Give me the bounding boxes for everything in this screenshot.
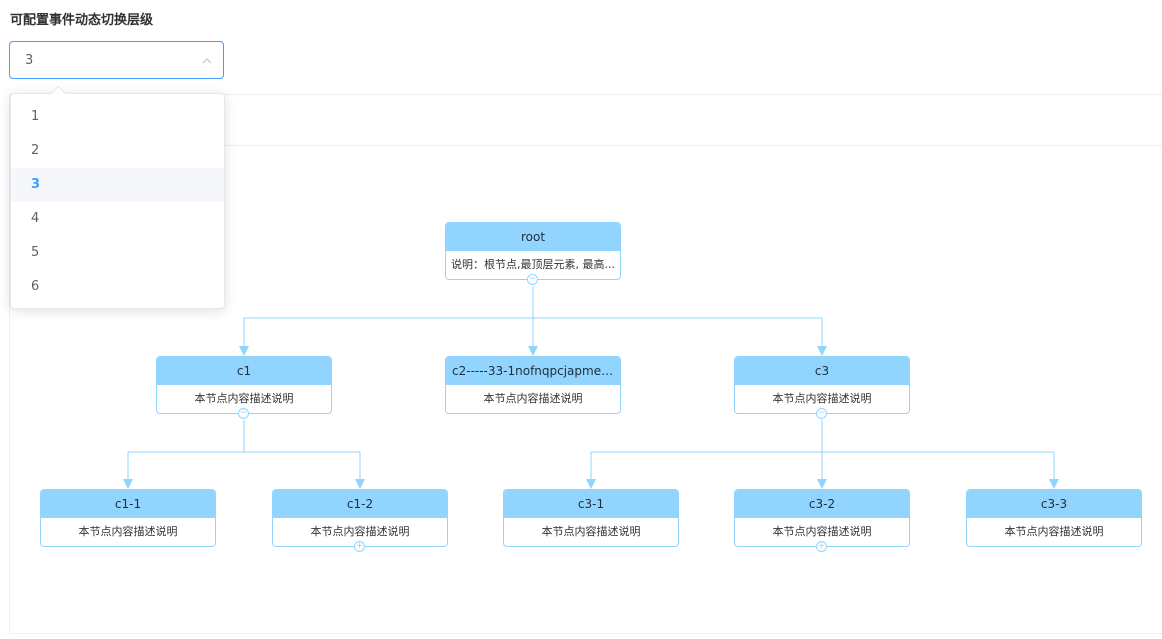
tree-node-c3-3[interactable]: c3-3 本节点内容描述说明 [966, 489, 1142, 547]
tree-node-c2[interactable]: c2-----33-1nofnqpcjapme2... 本节点内容描述说明 [445, 356, 621, 414]
arrow-head-icon [355, 479, 365, 489]
collapse-icon[interactable]: − [816, 408, 827, 419]
node-title: root [446, 223, 620, 251]
arrow-head-icon [586, 479, 596, 489]
arrow-head-icon [817, 479, 827, 489]
node-title: c1-2 [273, 490, 447, 518]
tree-node-c3-1[interactable]: c3-1 本节点内容描述说明 [503, 489, 679, 547]
expand-icon[interactable]: + [354, 541, 365, 552]
node-description: 本节点内容描述说明 [483, 392, 583, 405]
level-option[interactable]: 6 [31, 279, 40, 294]
arrow-head-icon [239, 346, 249, 356]
arrow-head-icon [123, 479, 133, 489]
node-title: c3-2 [735, 490, 909, 518]
level-option[interactable]: 1 [31, 109, 40, 124]
arrow-head-icon [817, 346, 827, 356]
level-select[interactable]: 3 [9, 41, 224, 79]
node-description: 本节点内容描述说明 [541, 525, 641, 538]
node-title: c3-3 [967, 490, 1141, 518]
node-title: c3 [735, 357, 909, 385]
tree-node-c1-1[interactable]: c1-1 本节点内容描述说明 [40, 489, 216, 547]
level-option[interactable]: 2 [31, 143, 40, 158]
expand-icon[interactable]: + [816, 541, 827, 552]
collapse-icon[interactable]: − [527, 274, 538, 285]
canvas-toolbar [10, 95, 1162, 146]
node-title: c1-1 [41, 490, 215, 518]
level-option[interactable]: 3 [11, 168, 224, 202]
node-description: 本节点内容描述说明 [78, 525, 178, 538]
chevron-up-icon [202, 58, 212, 64]
level-option[interactable]: 5 [31, 245, 40, 260]
node-title: c1 [157, 357, 331, 385]
collapse-icon[interactable]: − [238, 408, 249, 419]
level-dropdown: 1 2 3 4 5 6 [10, 85, 225, 309]
arrow-head-icon [528, 346, 538, 356]
arrow-head-icon [1049, 479, 1059, 489]
node-title: c3-1 [504, 490, 678, 518]
level-option[interactable]: 4 [31, 211, 40, 226]
node-description: 本节点内容描述说明 [1004, 525, 1104, 538]
level-options: 1 2 3 4 5 6 [11, 100, 224, 304]
page-title: 可配置事件动态切换层级 [10, 13, 154, 28]
node-title: c2-----33-1nofnqpcjapme2... [446, 357, 620, 385]
level-select-value: 3 [25, 53, 34, 68]
